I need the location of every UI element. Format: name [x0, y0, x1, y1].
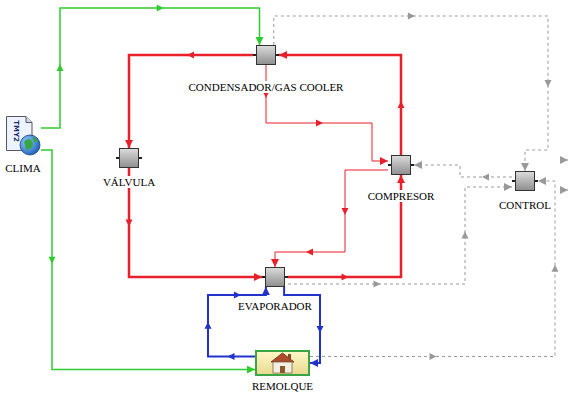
box-icon — [253, 45, 279, 65]
component-label: EVAPORADOR — [236, 300, 314, 312]
flow-direction-arrow — [398, 101, 405, 108]
control-block: CONTROL — [512, 171, 538, 191]
flow-connector — [414, 165, 512, 177]
house-icon — [255, 350, 310, 376]
flow-direction-arrow — [49, 257, 56, 264]
clima-icon — [5, 116, 41, 156]
flow-connector — [279, 55, 401, 155]
component-label: CLIMA — [3, 162, 42, 174]
flow-connector — [266, 65, 388, 161]
box-icon — [116, 148, 142, 168]
flow-connector — [41, 8, 260, 128]
box-icon — [388, 155, 414, 175]
flow-direction-arrow — [205, 322, 212, 329]
flow-direction-arrow — [374, 281, 381, 288]
component-label: REMOLQUE — [250, 380, 315, 392]
component-label: CONTROL — [497, 199, 553, 211]
box-icon — [262, 267, 288, 287]
compressor-block: COMPRESOR — [388, 155, 414, 175]
flow-direction-arrow — [316, 120, 323, 127]
flow-connector — [310, 181, 555, 357]
flow-direction-arrow — [552, 265, 559, 272]
flow-direction-arrow — [430, 353, 437, 360]
evaporator-block: EVAPORADOR — [262, 267, 288, 287]
file-type-label: TMY2 — [12, 119, 20, 143]
flow-direction-arrow — [462, 232, 469, 239]
flow-direction-arrow — [126, 220, 133, 227]
component-label: COMPRESOR — [366, 190, 437, 202]
condenser-block: CONDENSADOR/GAS COOLER — [253, 45, 279, 65]
component-label: CONDENSADOR/GAS COOLER — [187, 81, 346, 93]
flow-direction-arrow — [306, 249, 313, 256]
flow-connector — [275, 170, 388, 267]
component-label: VÁLVULA — [101, 176, 157, 188]
flow-direction-arrow — [234, 292, 241, 299]
flow-direction-arrow — [482, 174, 489, 181]
flow-connector — [288, 187, 512, 284]
flow-direction-arrow — [57, 64, 64, 71]
box-icon — [512, 171, 538, 191]
flow-connector — [208, 287, 266, 357]
flow-connector — [274, 16, 548, 171]
valve-block: VÁLVULA — [116, 148, 142, 168]
flow-direction-arrow — [408, 13, 415, 20]
flow-direction-arrow — [545, 80, 552, 87]
flow-connector — [41, 150, 255, 370]
weather-file-icon: CLIMA — [5, 116, 41, 156]
control-outputs — [560, 160, 568, 190]
flow-direction-arrow — [228, 353, 235, 360]
trailer-block: REMOLQUE — [255, 350, 310, 376]
flow-direction-arrow — [342, 274, 349, 281]
flow-connector — [129, 55, 253, 148]
flow-direction-arrow — [342, 208, 349, 215]
flow-direction-arrow — [317, 326, 324, 333]
flow-direction-arrow — [157, 5, 164, 12]
flow-direction-arrow — [187, 52, 194, 59]
